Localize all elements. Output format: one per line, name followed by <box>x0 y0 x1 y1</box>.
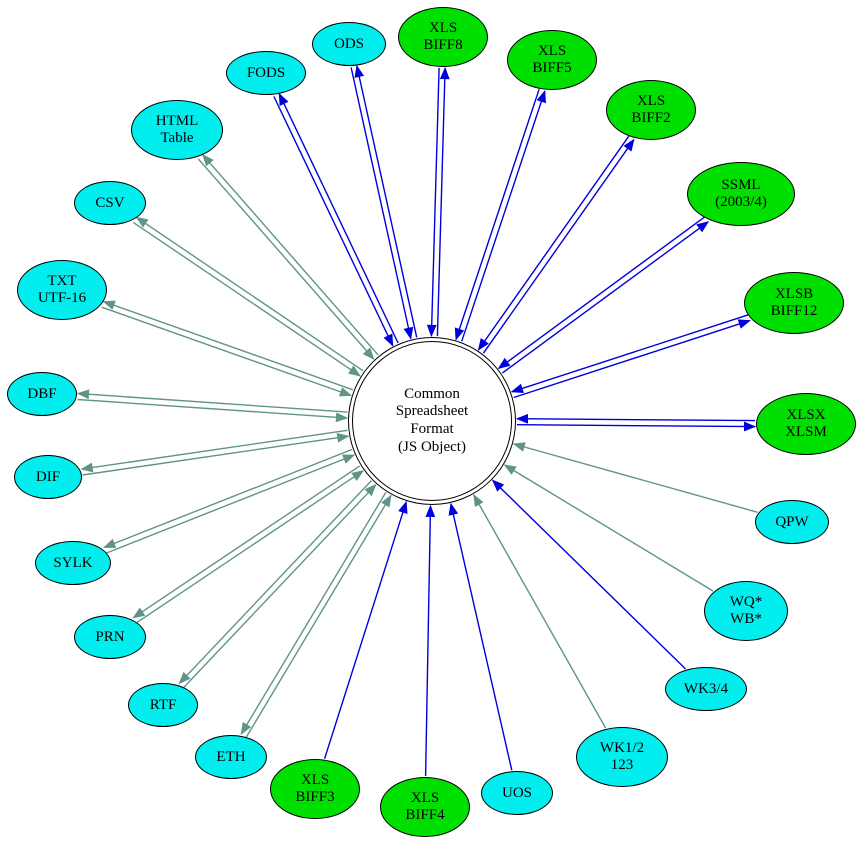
edge-fods-to-center <box>273 96 394 347</box>
edge-eth-to-center <box>245 494 392 738</box>
edge-dbf-to-center <box>77 398 349 423</box>
node-html-table: HTML Table <box>131 100 223 160</box>
edge-xls-biff5-to-center <box>454 89 540 341</box>
edge-xls-biff8-from-center <box>436 66 450 337</box>
edge-uos-to-center <box>448 502 513 771</box>
node-xls-biff3: XLS BIFF3 <box>270 759 360 819</box>
edge-xls-biff3-to-center <box>323 500 408 759</box>
edge-xls-biff4-to-center <box>424 504 436 777</box>
edge-wk1-2-123-to-center <box>473 493 607 729</box>
edge-qpw-to-center <box>512 442 758 513</box>
center-node-inner-ring: Common Spreadsheet Format (JS Object) <box>352 341 512 501</box>
node-fods: FODS <box>226 51 306 95</box>
edge-dif-to-center <box>82 432 350 476</box>
node-rtf: RTF <box>128 683 198 727</box>
edge-fods-from-center <box>278 92 399 344</box>
edge-ssml-2003-4-from-center <box>501 221 710 374</box>
center-node: Common Spreadsheet Format (JS Object) <box>348 337 516 505</box>
node-dbf: DBF <box>7 372 77 416</box>
edge-wk3-4-to-center <box>491 479 687 670</box>
node-xlsb-biff12: XLSB BIFF12 <box>744 272 844 334</box>
node-uos: UOS <box>481 771 553 815</box>
node-txt-utf-16: TXT UTF-16 <box>17 260 107 320</box>
edge-ssml-2003-4-to-center <box>497 216 705 370</box>
edge-xls-biff8-to-center <box>426 67 440 338</box>
center-node-label: Common Spreadsheet Format (JS Object) <box>395 385 469 455</box>
node-csv: CSV <box>74 181 146 225</box>
edge-sylk-to-center <box>106 454 356 554</box>
edge-txt-utf-16-from-center <box>102 300 354 391</box>
node-wk3-4: WK3/4 <box>665 667 747 711</box>
edge-txt-utf-16-to-center <box>101 306 353 397</box>
edge-ods-from-center <box>354 64 418 338</box>
edge-prn-from-center <box>132 465 361 619</box>
edge-csv-to-center <box>132 221 361 377</box>
node-xls-biff2: XLS BIFF2 <box>606 80 696 140</box>
edge-dbf-from-center <box>76 389 348 413</box>
node-wk1-2-123: WK1/2 123 <box>576 727 668 787</box>
edge-html-table-to-center <box>197 158 375 360</box>
edge-xls-biff5-from-center <box>461 90 546 342</box>
edge-xls-biff2-to-center <box>477 135 630 351</box>
node-eth: ETH <box>195 735 267 779</box>
edge-rtf-to-center <box>183 483 377 688</box>
edge-wq-wb-to-center <box>503 464 714 592</box>
edge-xlsb-biff12-from-center <box>513 319 751 399</box>
node-ods: ODS <box>312 22 386 66</box>
node-xls-biff5: XLS BIFF5 <box>507 30 597 90</box>
edge-html-table-from-center <box>201 153 379 356</box>
edge-sylk-from-center <box>103 448 353 549</box>
edge-dif-from-center <box>80 429 348 473</box>
node-xls-biff8: XLS BIFF8 <box>398 7 488 67</box>
edge-eth-from-center <box>240 492 387 735</box>
node-wq-wb: WQ* WB* <box>704 581 788 641</box>
node-xlsx-xlsm: XLSX XLSM <box>756 393 856 455</box>
edge-rtf-from-center <box>178 480 372 685</box>
node-ssml-2003-4: SSML (2003/4) <box>687 162 795 226</box>
edge-xlsx-xlsm-to-center <box>515 413 756 424</box>
edge-ods-to-center <box>350 67 414 340</box>
edge-xlsx-xlsm-from-center <box>516 421 757 432</box>
edge-csv-from-center <box>135 216 364 372</box>
edge-prn-to-center <box>136 470 365 624</box>
edge-xls-biff2-from-center <box>482 138 635 354</box>
node-prn: PRN <box>74 615 146 659</box>
node-dif: DIF <box>14 455 82 499</box>
node-xls-biff4: XLS BIFF4 <box>380 777 470 837</box>
node-qpw: QPW <box>755 500 829 544</box>
node-sylk: SYLK <box>35 541 111 585</box>
edge-xlsb-biff12-to-center <box>510 314 749 394</box>
